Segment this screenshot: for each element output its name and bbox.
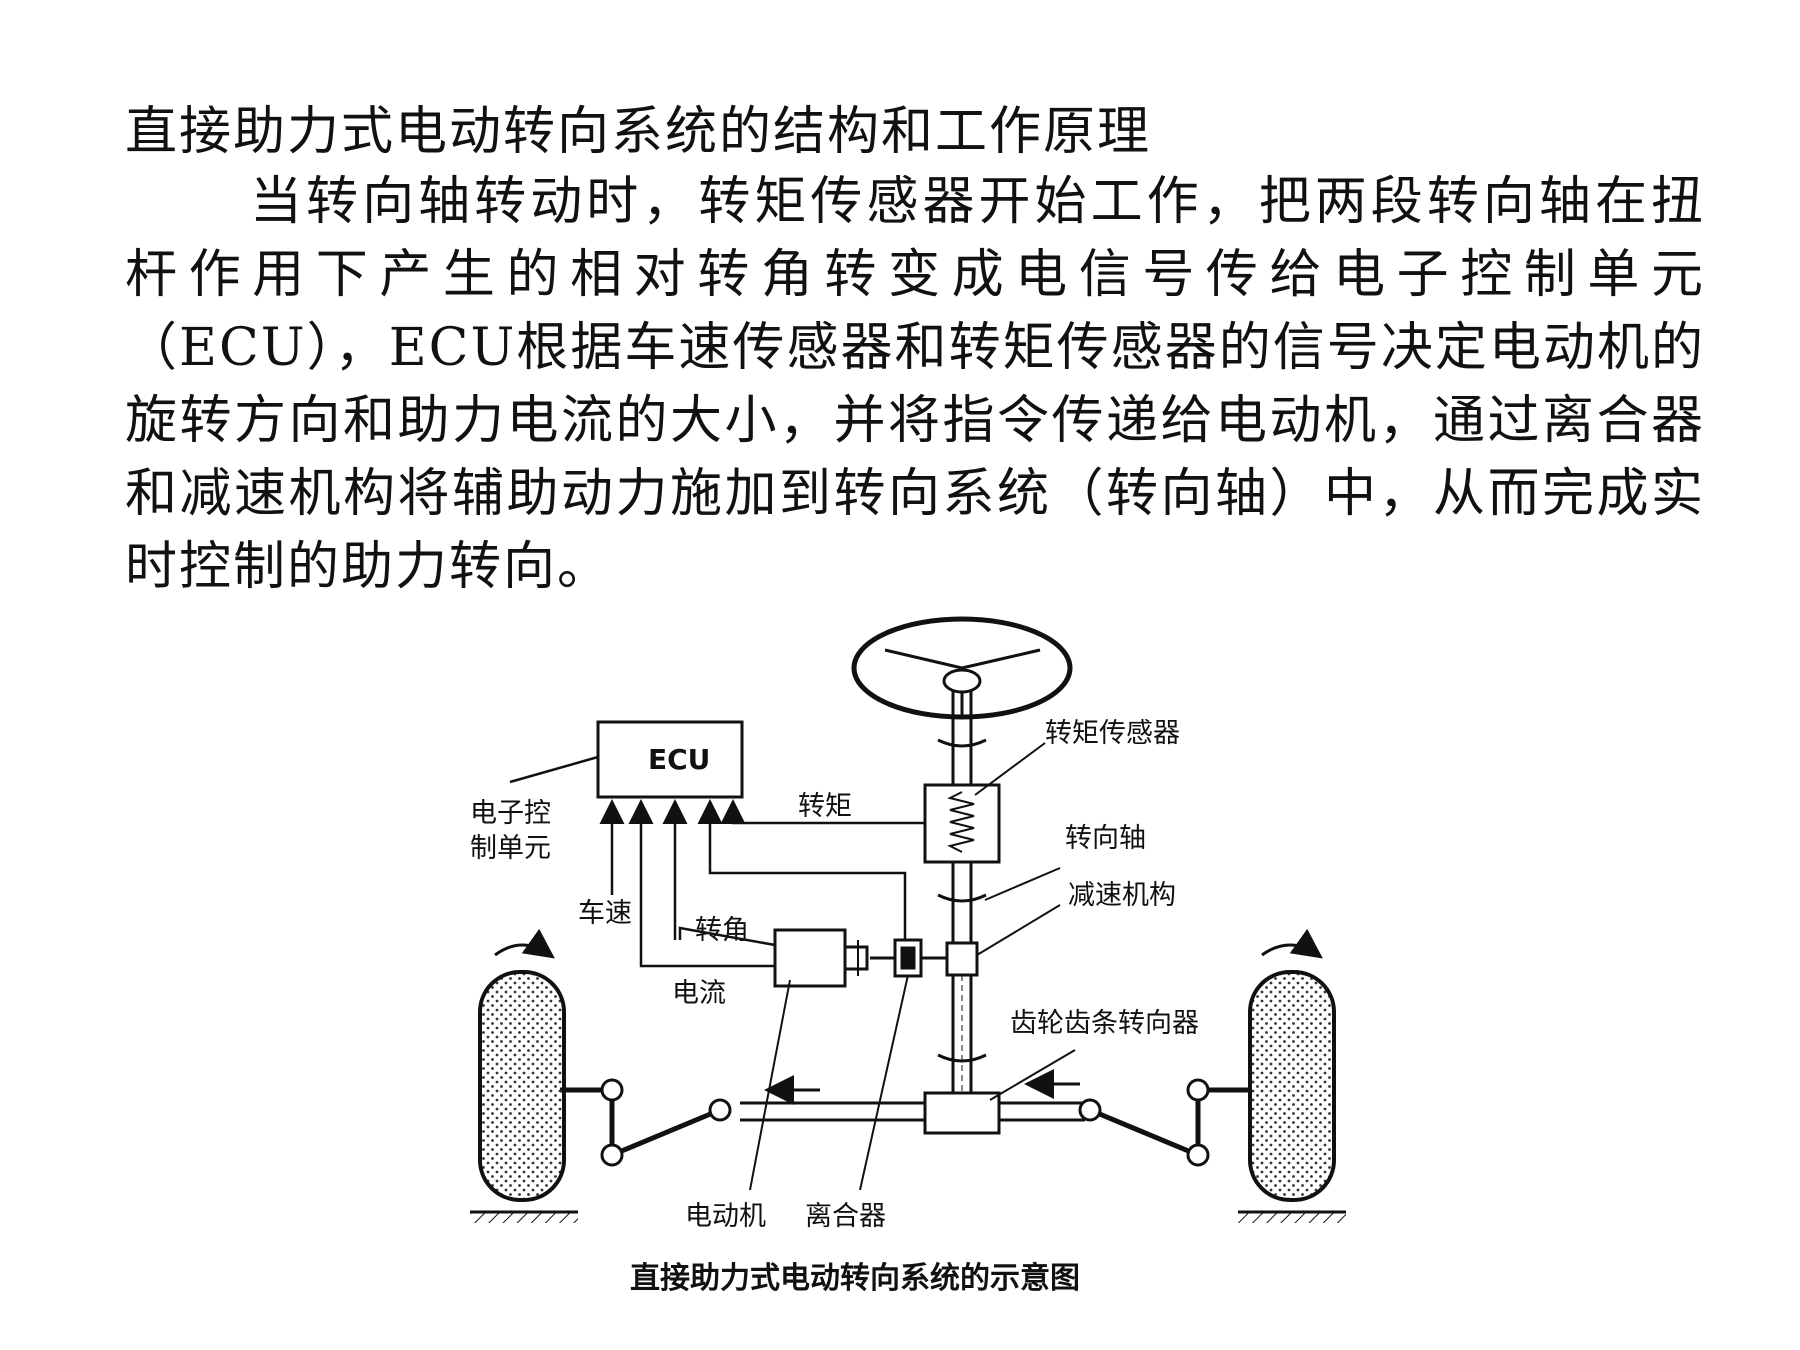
steering-wheel (851, 616, 1073, 720)
diagram-caption: 直接助力式电动转向系统的示意图 (630, 1261, 1080, 1296)
label-reduction-gear: 减速机构 (1068, 880, 1176, 911)
label-clutch: 离合器 (805, 1201, 886, 1232)
steering-shaft (937, 690, 987, 1100)
label-torque-sensor: 转矩传感器 (1045, 718, 1180, 749)
label-torque-signal: 转矩 (798, 791, 852, 822)
label-ecu-unit-line1: 电子控 (470, 798, 551, 829)
label-current: 电流 (672, 978, 726, 1009)
right-wheel (1238, 928, 1346, 1223)
motor-box (773, 928, 869, 988)
section-heading: 直接助力式电动转向系统的结构和工作原理 (125, 102, 1152, 162)
label-rack-pinion: 齿轮齿条转向器 (1010, 1008, 1199, 1039)
label-ecu-unit-line2: 制单元 (470, 833, 551, 864)
signal-lines (509, 755, 925, 968)
label-steering-angle: 转角 (695, 915, 749, 946)
text-block: 直接助力式电动转向系统的结构和工作原理 当转向轴转动时，转矩传感器开始工作，把两… (125, 98, 1705, 604)
ecu-text: ECU (648, 743, 710, 776)
label-vehicle-speed: 车速 (578, 898, 632, 929)
ecu-box (596, 720, 744, 799)
leader-lines (749, 742, 1076, 1191)
reduction-gear-box (945, 941, 979, 977)
label-steering-shaft: 转向轴 (1065, 823, 1146, 854)
clutch (870, 938, 947, 978)
left-wheel (470, 928, 578, 1223)
description-paragraph: 当转向轴转动时，转矩传感器开始工作，把两段转向轴在扭杆作用下产生的相对转角转变成… (125, 172, 1705, 597)
torque-sensor (923, 783, 1001, 864)
label-motor: 电动机 (685, 1201, 766, 1232)
rack-pinion (740, 1069, 1085, 1135)
tie-rods (560, 1078, 1250, 1167)
